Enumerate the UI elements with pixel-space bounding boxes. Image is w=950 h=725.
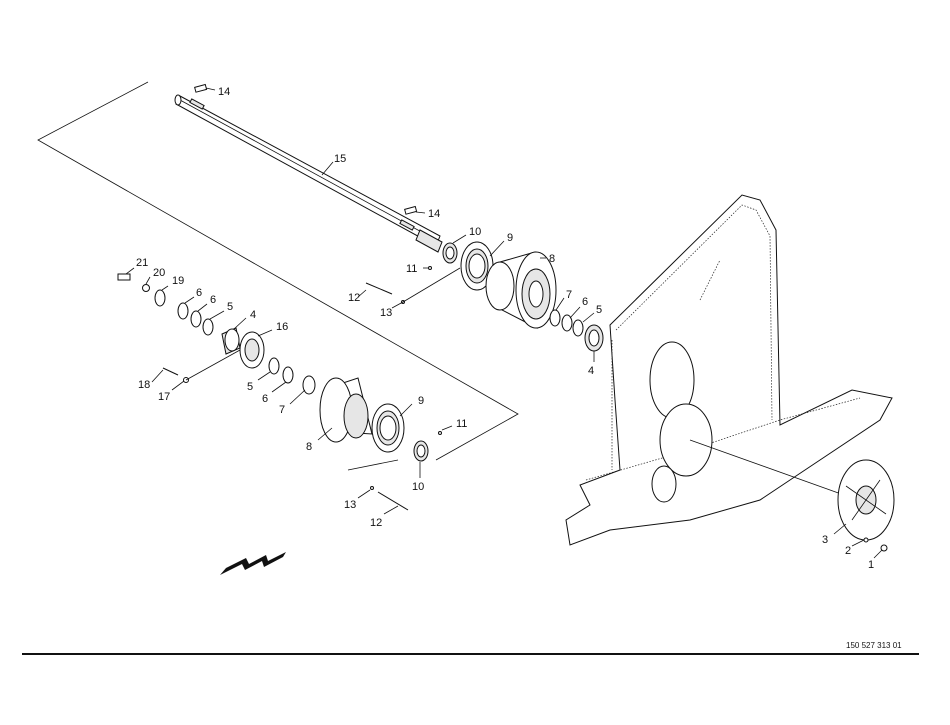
pin-part-12-lower — [377, 491, 409, 511]
callout-13-lower: 13 — [344, 499, 356, 511]
callout-2: 2 — [845, 545, 851, 557]
screw-part-18 — [162, 367, 179, 376]
callout-7-upper: 7 — [566, 289, 572, 301]
seal-part-9-lower — [371, 403, 405, 453]
callout-19: 19 — [172, 275, 184, 287]
callout-6-lower: 6 — [262, 393, 268, 405]
ring-part-10-lower — [413, 440, 429, 462]
callout-10-upper: 10 — [469, 226, 481, 238]
bush-part-7-upper — [549, 309, 561, 327]
key-part-14-top — [194, 83, 208, 93]
washer-part-5-lower — [268, 357, 280, 375]
washer-part-6-lower — [282, 366, 294, 384]
washer-part-6-upper-a — [561, 314, 573, 332]
callout-7-lower: 7 — [279, 404, 285, 416]
seal-part-9-upper — [460, 241, 494, 291]
machine-frame — [565, 194, 893, 546]
drum-part-8-upper — [485, 251, 557, 329]
bottom-rule — [22, 653, 919, 655]
callout-14-mid: 14 — [428, 208, 440, 220]
drum-part-8-lower — [319, 377, 373, 443]
key-part-14-mid — [404, 205, 418, 215]
callout-9-upper: 9 — [507, 232, 513, 244]
callout-1: 1 — [868, 559, 874, 571]
document-number: 150 527 313 01 — [846, 641, 902, 650]
ring-part-10-upper — [442, 242, 458, 264]
travel-direction-arrow-icon — [220, 552, 286, 575]
callout-4-upper: 4 — [588, 365, 594, 377]
callout-20: 20 — [153, 267, 165, 279]
bush-part-7-lower — [302, 375, 316, 395]
screw-part-21 — [117, 273, 131, 281]
washer-part-2 — [863, 537, 869, 543]
callout-12-lower: 12 — [370, 517, 382, 529]
callout-13-upper: 13 — [380, 307, 392, 319]
callout-5-lower: 5 — [247, 381, 253, 393]
bearing-part-4-upper — [584, 324, 604, 352]
callout-14-top: 14 — [218, 86, 230, 98]
disc-part-19 — [154, 289, 166, 307]
washer-part-6-upper-b — [572, 319, 584, 337]
callout-11-lower: 11 — [456, 418, 467, 430]
callout-11-upper: 11 — [406, 263, 417, 275]
washer-part-6-left-a — [177, 302, 189, 320]
callout-3: 3 — [822, 534, 828, 546]
callout-6-upper: 6 — [582, 296, 588, 308]
callout-5-upper: 5 — [596, 304, 602, 316]
leader-lines — [125, 87, 883, 559]
callout-21: 21 — [136, 257, 148, 269]
cover-disc-part-3 — [837, 459, 895, 541]
callout-17: 17 — [158, 391, 170, 403]
washer-part-6-left-b — [190, 310, 202, 328]
callout-16: 16 — [276, 321, 288, 333]
flange-part-16 — [239, 331, 265, 369]
callout-10-lower: 10 — [412, 481, 424, 493]
callout-6-left-b: 6 — [210, 294, 216, 306]
pin-part-13-lower — [370, 486, 374, 490]
callout-9-lower: 9 — [418, 395, 424, 407]
callout-15: 15 — [334, 153, 346, 165]
callout-8-upper: 8 — [549, 253, 555, 265]
screw-part-1 — [880, 544, 888, 552]
callout-6-left-a: 6 — [196, 287, 202, 299]
pin-part-11-lower — [438, 431, 442, 435]
callout-4-left: 4 — [250, 309, 256, 321]
washer-part-5-left — [202, 318, 214, 336]
washer-part-20 — [142, 284, 150, 292]
pin-part-11-upper — [428, 266, 432, 270]
callout-18: 18 — [138, 379, 150, 391]
bearing-part-4-left — [221, 327, 241, 355]
pin-part-12-upper — [365, 282, 393, 295]
assembly-outline — [37, 81, 519, 461]
shaft-part-15 — [174, 94, 443, 253]
callout-5-left: 5 — [227, 301, 233, 313]
callout-12-upper: 12 — [348, 292, 360, 304]
callout-8-lower: 8 — [306, 441, 312, 453]
